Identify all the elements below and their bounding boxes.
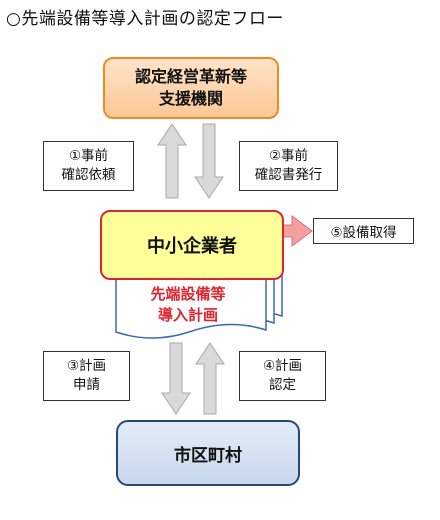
support-organization-line1: 認定経営革新等: [134, 67, 247, 86]
step5-label-box: ⑤設備取得: [313, 218, 414, 244]
support-organization-line2: 支援機関: [158, 89, 223, 108]
plan-document-line2: 導入計画: [157, 306, 218, 324]
step3-line1: ③計画: [66, 358, 107, 374]
step3-line2: 申請: [73, 377, 100, 393]
page-title: ○先端設備等導入計画の認定フロー: [6, 9, 284, 29]
municipality-box: 市区町村: [116, 420, 300, 486]
arrow-step4-up: [195, 342, 225, 415]
step4-line1: ④計画: [262, 358, 303, 374]
step4-line2: 認定: [269, 377, 296, 393]
step3-label-box: ③計画 申請: [43, 351, 130, 401]
arrow-step3-down: [161, 342, 191, 415]
step2-line1: ②事前: [268, 148, 309, 164]
sme-box: 中小企業者: [100, 210, 284, 280]
support-organization-box: 認定経営革新等 支援機関: [103, 57, 279, 119]
sme-label: 中小企業者: [147, 236, 237, 257]
step1-line1: ①事前: [68, 148, 109, 164]
step1-line2: 確認依頼: [61, 167, 116, 183]
plan-document-text: 先端設備等 導入計画: [118, 280, 258, 330]
step1-label-box: ①事前 確認依頼: [43, 141, 134, 191]
arrow-step2-down: [194, 123, 224, 199]
step5-label: ⑤設備取得: [330, 225, 397, 241]
municipality-label: 市区町村: [174, 445, 242, 466]
arrow-step1-up: [157, 123, 187, 199]
step2-line2: 確認書発行: [254, 167, 323, 183]
step2-label-box: ②事前 確認書発行: [239, 141, 338, 191]
step4-label-box: ④計画 認定: [239, 351, 326, 401]
plan-document-line1: 先端設備等: [150, 285, 226, 303]
